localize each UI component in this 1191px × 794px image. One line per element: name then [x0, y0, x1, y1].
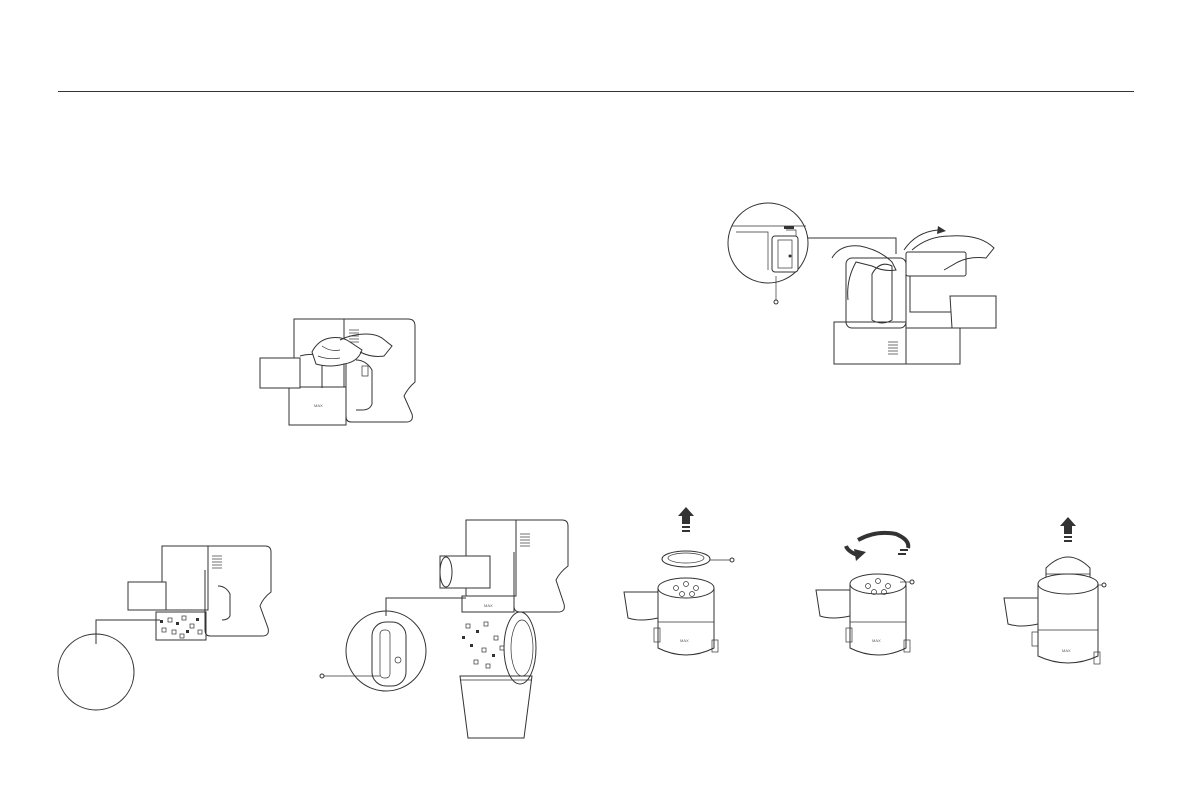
- filter-marking: MAX: [1062, 648, 1071, 653]
- up-arrow-icon: [1060, 517, 1076, 542]
- dust-cup-body: MAX: [1004, 574, 1100, 664]
